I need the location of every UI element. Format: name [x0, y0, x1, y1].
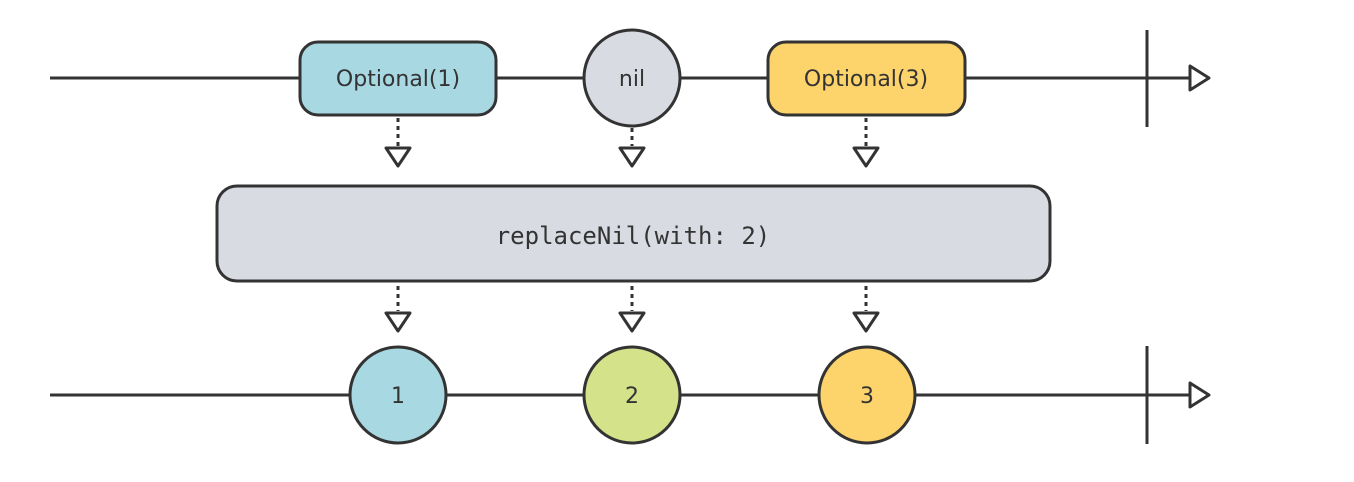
- output-event-label: 1: [391, 384, 405, 409]
- output-event-shape: [348, 345, 448, 445]
- flow-arrow-icon: [618, 128, 646, 168]
- input-to-operator-arrows: [384, 118, 880, 168]
- operator-label: replaceNil(with: 2): [496, 222, 771, 250]
- flow-arrow-icon: [618, 286, 646, 333]
- flow-arrow-icon: [384, 286, 412, 333]
- operator-box: replaceNil(with: 2): [215, 184, 1052, 283]
- input-event-shape: [582, 28, 682, 128]
- input-event-shape: [298, 40, 498, 117]
- output-event-label: 3: [860, 384, 874, 409]
- output-event-label: 2: [625, 384, 639, 409]
- output-event-2: 2: [582, 345, 682, 445]
- input-arrowhead-icon: [1188, 64, 1211, 92]
- operator-shape: [215, 184, 1052, 283]
- input-event-label: nil: [619, 67, 645, 92]
- input-event-label: Optional(3): [804, 67, 928, 92]
- operator-to-output-arrows: [384, 286, 880, 333]
- flow-arrow-icon: [852, 118, 880, 168]
- output-event-3: 3: [817, 345, 917, 445]
- input-event-shape: [766, 40, 967, 117]
- output-event-1: 1: [348, 345, 448, 445]
- input-event-nil: nil: [582, 28, 682, 128]
- output-arrowhead-icon: [1188, 381, 1211, 409]
- input-event-optional-1: Optional(1): [298, 40, 498, 117]
- input-event-label: Optional(1): [336, 67, 460, 92]
- output-event-shape: [582, 345, 682, 445]
- flow-arrow-icon: [852, 286, 880, 333]
- flow-arrow-icon: [384, 118, 412, 168]
- input-event-optional-3: Optional(3): [766, 40, 967, 117]
- output-event-shape: [817, 345, 917, 445]
